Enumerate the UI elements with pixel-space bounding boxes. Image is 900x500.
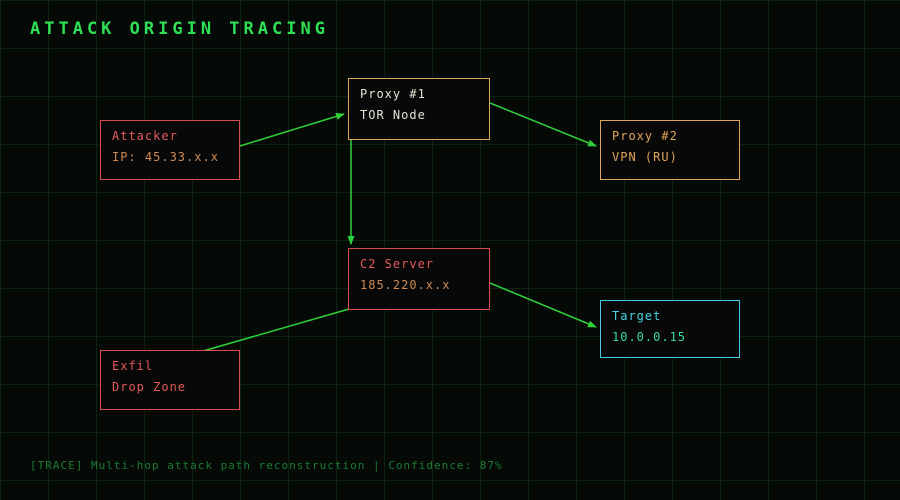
node-attacker-title: Attacker xyxy=(112,129,178,143)
node-proxy2[interactable]: Proxy #2 VPN (RU) xyxy=(600,120,740,180)
page-title: ATTACK ORIGIN TRACING xyxy=(30,19,329,39)
node-proxy2-subtitle: VPN (RU) xyxy=(612,150,678,164)
node-target-subtitle: 10.0.0.15 xyxy=(612,330,687,344)
node-target[interactable]: Target 10.0.0.15 xyxy=(600,300,740,358)
node-c2server[interactable]: C2 Server 185.220.x.x xyxy=(348,248,490,310)
edge-proxy1-proxy2 xyxy=(489,102,597,147)
node-attacker-subtitle: IP: 45.33.x.x xyxy=(112,150,219,164)
node-c2server-subtitle: 185.220.x.x xyxy=(360,278,451,292)
node-attacker[interactable]: Attacker IP: 45.33.x.x xyxy=(100,120,240,180)
node-proxy1-title: Proxy #1 xyxy=(360,87,426,101)
node-c2server-title: C2 Server xyxy=(360,257,435,271)
node-target-title: Target xyxy=(612,309,662,323)
edge-c2server-target xyxy=(489,282,597,328)
edge-attacker-proxy1 xyxy=(239,113,345,147)
node-proxy1[interactable]: Proxy #1 TOR Node xyxy=(348,78,490,140)
node-proxy2-title: Proxy #2 xyxy=(612,129,678,143)
node-exfil-title: Exfil xyxy=(112,359,154,373)
trace-status-bar: [TRACE] Multi-hop attack path reconstruc… xyxy=(30,459,503,472)
node-exfil[interactable]: Exfil Drop Zone xyxy=(100,350,240,410)
node-proxy1-subtitle: TOR Node xyxy=(360,108,426,122)
node-exfil-subtitle: Drop Zone xyxy=(112,380,187,394)
